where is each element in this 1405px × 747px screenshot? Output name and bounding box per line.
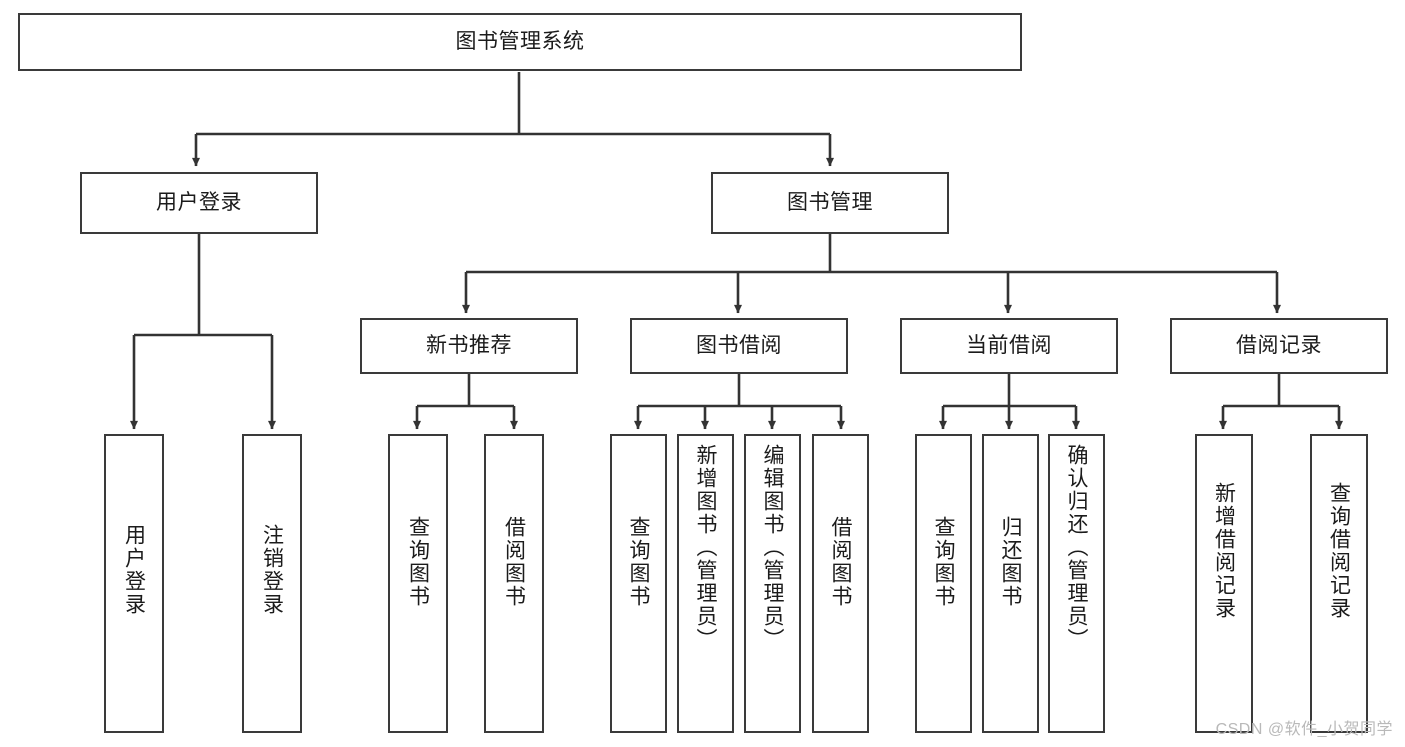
node-label: 归还图书 xyxy=(999,516,1022,608)
node-leaf-borrow-book-1[interactable]: 借阅图书 xyxy=(484,434,544,733)
node-leaf-query-book-2[interactable]: 查询图书 xyxy=(610,434,667,733)
node-label: 查询图书 xyxy=(406,516,430,608)
node-borrow-record[interactable]: 借阅记录 xyxy=(1170,318,1388,374)
node-user-login[interactable]: 用户登录 xyxy=(80,172,318,234)
node-leaf-logout[interactable]: 注销登录 xyxy=(242,434,302,733)
node-label: 借阅图书 xyxy=(829,516,852,608)
node-leaf-query-book-1[interactable]: 查询图书 xyxy=(388,434,448,733)
node-leaf-query-record[interactable]: 查询借阅记录 xyxy=(1310,434,1368,733)
node-leaf-query-book-3[interactable]: 查询图书 xyxy=(915,434,972,733)
node-label: 注销登录 xyxy=(260,524,284,616)
node-label: 图书管理 xyxy=(787,190,873,214)
node-leaf-return-book[interactable]: 归还图书 xyxy=(982,434,1039,733)
node-leaf-add-record[interactable]: 新增借阅记录 xyxy=(1195,434,1253,733)
node-label: 借阅记录 xyxy=(1236,333,1322,357)
node-root-book-management-system[interactable]: 图书管理系统 xyxy=(18,13,1022,71)
node-label: 新增图书（管理员） xyxy=(694,444,717,651)
node-new-book-rec[interactable]: 新书推荐 xyxy=(360,318,578,374)
node-label: 新增借阅记录 xyxy=(1212,482,1236,620)
node-leaf-confirm-return[interactable]: 确认归还（管理员） xyxy=(1048,434,1105,733)
node-label: 查询图书 xyxy=(932,516,955,608)
node-current-borrow[interactable]: 当前借阅 xyxy=(900,318,1118,374)
node-label: 查询借阅记录 xyxy=(1327,482,1351,620)
node-label: 图书管理系统 xyxy=(455,29,585,53)
node-label: 图书借阅 xyxy=(696,333,782,357)
node-leaf-user-login[interactable]: 用户登录 xyxy=(104,434,164,733)
node-label: 用户登录 xyxy=(156,190,242,214)
csdn-watermark: CSDN @软件_小贺同学 xyxy=(1215,721,1393,738)
node-book-borrow[interactable]: 图书借阅 xyxy=(630,318,848,374)
node-label: 编辑图书（管理员） xyxy=(761,444,784,651)
node-leaf-add-book[interactable]: 新增图书（管理员） xyxy=(677,434,734,733)
node-label: 用户登录 xyxy=(122,524,146,616)
node-book-manage[interactable]: 图书管理 xyxy=(711,172,949,234)
node-leaf-edit-book[interactable]: 编辑图书（管理员） xyxy=(744,434,801,733)
node-label: 当前借阅 xyxy=(966,333,1052,357)
node-leaf-borrow-book-2[interactable]: 借阅图书 xyxy=(812,434,869,733)
node-label: 查询图书 xyxy=(627,516,650,608)
node-label: 新书推荐 xyxy=(426,333,512,357)
node-label: 确认归还（管理员） xyxy=(1065,444,1088,651)
node-label: 借阅图书 xyxy=(502,516,526,608)
